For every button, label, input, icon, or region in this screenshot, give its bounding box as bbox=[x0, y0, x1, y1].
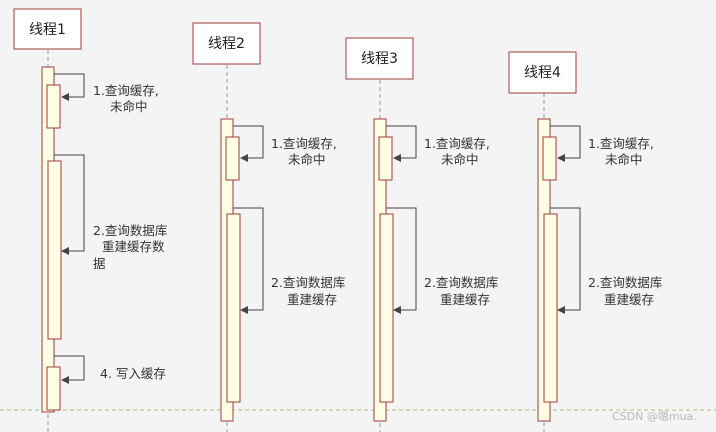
activation-bar-step-2 bbox=[47, 160, 62, 340]
participant-label: 线程4 bbox=[524, 65, 561, 81]
participant-label: 线程3 bbox=[361, 51, 398, 67]
step-note-1: 1.查询缓存, 未命中 bbox=[93, 83, 163, 114]
step-note-line: 未命中 bbox=[605, 152, 643, 167]
self-call-arrow-step-1 bbox=[550, 125, 581, 162]
step-note-line: 重建缓存 bbox=[440, 292, 490, 307]
step-note-line: 1.查询缓存, bbox=[271, 136, 337, 151]
self-call-arrow-step-1 bbox=[386, 125, 417, 162]
participant-thread-4: 线程4 bbox=[508, 51, 577, 94]
step-note-2: 2.查询数据库 重建缓存 bbox=[271, 275, 349, 307]
step-note-1: 1.查询缓存, 未命中 bbox=[588, 136, 658, 167]
step-note-4: 4. 写入缓存 bbox=[100, 366, 166, 381]
activation-bar-step-1 bbox=[225, 136, 240, 181]
watermark-text: CSDN @嗯mua. bbox=[612, 410, 697, 423]
step-note-line: 未命中 bbox=[288, 152, 326, 167]
step-note-1: 1.查询缓存, 未命中 bbox=[271, 136, 341, 167]
self-call-arrow-step-2 bbox=[386, 207, 417, 314]
participant-label: 线程2 bbox=[208, 36, 245, 52]
step-note-2: 2.查询数据库 重建缓存 bbox=[424, 275, 502, 307]
step-note-2: 2.查询数据库 重建缓存 bbox=[588, 275, 666, 307]
self-call-arrow-step-2 bbox=[550, 207, 581, 314]
self-call-arrow-step-1 bbox=[54, 73, 85, 101]
step-note-line: 重建缓存 bbox=[604, 292, 654, 307]
activation-bar-step-4 bbox=[46, 366, 61, 411]
self-call-arrow-step-1 bbox=[233, 125, 264, 162]
self-call-arrow-step-2 bbox=[54, 154, 85, 255]
step-note-line: 未命中 bbox=[441, 152, 479, 167]
activation-bar-step-2 bbox=[379, 213, 394, 403]
step-note-line: 重建缓存数 bbox=[102, 239, 165, 254]
self-call-arrow-step-2 bbox=[233, 207, 264, 314]
step-note-line: 1.查询缓存, bbox=[93, 83, 159, 98]
step-note-line: 4. 写入缓存 bbox=[100, 366, 166, 381]
step-note-line: 2.查询数据库 bbox=[424, 275, 498, 290]
step-note-line: 据 bbox=[93, 256, 106, 271]
participant-thread-2: 线程2 bbox=[192, 22, 261, 65]
step-note-line: 2.查询数据库 bbox=[271, 275, 345, 290]
activation-bar-step-1 bbox=[542, 136, 557, 181]
step-note-line: 重建缓存 bbox=[287, 292, 337, 307]
self-call-arrow-step-4 bbox=[54, 355, 85, 384]
activation-bar-step-1 bbox=[378, 136, 393, 181]
step-note-line: 2.查询数据库 bbox=[93, 223, 167, 238]
activation-bar-step-2 bbox=[543, 213, 558, 403]
step-note-2: 2.查询数据库 重建缓存数 据 bbox=[93, 223, 171, 271]
step-note-line: 1.查询缓存, bbox=[588, 136, 654, 151]
step-note-line: 2.查询数据库 bbox=[588, 275, 662, 290]
step-note-line: 1.查询缓存, bbox=[424, 136, 490, 151]
participant-thread-3: 线程3 bbox=[345, 37, 414, 80]
participant-thread-1: 线程1 bbox=[13, 8, 82, 50]
participant-label: 线程1 bbox=[29, 22, 66, 38]
activation-bar-step-1 bbox=[46, 84, 61, 129]
step-note-1: 1.查询缓存, 未命中 bbox=[424, 136, 494, 167]
step-note-line: 未命中 bbox=[110, 99, 148, 114]
activation-bar-step-2 bbox=[226, 213, 241, 403]
